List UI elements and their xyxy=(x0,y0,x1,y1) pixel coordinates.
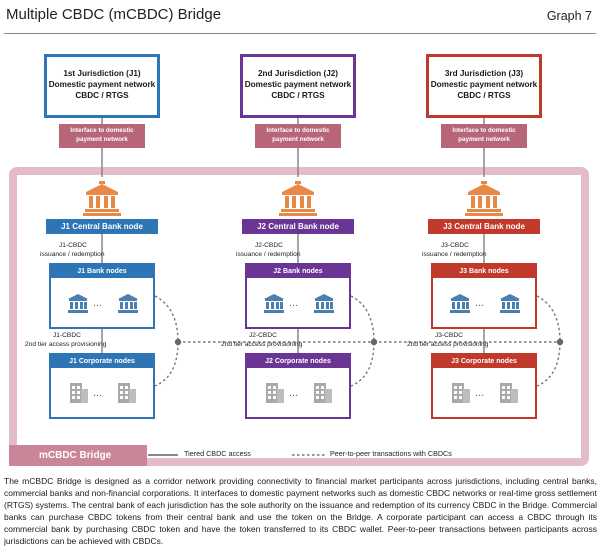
office-building-icon xyxy=(452,383,470,403)
jurisdiction-j1-title: 1st Jurisdiction (J1) xyxy=(63,69,141,78)
issuance-j2-line2: issuance / redemption xyxy=(236,250,301,258)
jurisdiction-j1-box: 1st Jurisdiction (J1) Domestic payment n… xyxy=(44,54,160,118)
ellipsis-icon: ... xyxy=(289,387,299,399)
office-building-icon xyxy=(118,383,136,403)
bank-nodes-j3: J3 Bank nodes ... xyxy=(431,263,537,329)
office-building-icon xyxy=(500,383,518,403)
jurisdiction-j3-network: Domestic payment network xyxy=(430,80,538,89)
central-bank-node-j2: J2 Central Bank node xyxy=(242,219,354,234)
central-bank-icon xyxy=(279,181,317,216)
jurisdiction-j3-box: 3rd Jurisdiction (J3) Domestic payment n… xyxy=(426,54,542,118)
corporate-nodes-j3-label: J3 Corporate nodes xyxy=(433,355,535,368)
issuance-text-j1: J1-CBDC issuance / redemption xyxy=(40,242,105,259)
interface-j1-line2: payment network xyxy=(76,135,128,143)
page-title: Multiple CBDC (mCBDC) Bridge xyxy=(6,6,222,23)
issuance-j2-line1: J2-CBDC xyxy=(255,242,283,249)
corporate-nodes-j2: J2 Corporate nodes ... xyxy=(245,353,351,419)
issuance-text-j2: J2-CBDC issuance / redemption xyxy=(236,242,301,259)
interface-j2-line1: Interface to domestic xyxy=(266,127,330,134)
jurisdiction-j2-box: 2nd Jurisdiction (J2) Domestic payment n… xyxy=(240,54,356,118)
bank-nodes-j3-label: J3 Bank nodes xyxy=(433,265,535,278)
central-bank-node-j1: J1 Central Bank node xyxy=(46,219,158,234)
jurisdiction-j1-system: CBDC / RTGS xyxy=(75,91,129,100)
corporate-nodes-j1: J1 Corporate nodes ... xyxy=(49,353,155,419)
office-building-icon xyxy=(70,383,88,403)
ellipsis-icon: ... xyxy=(93,387,103,399)
provisioning-j3-line1: J3-CBDC xyxy=(435,332,463,339)
provisioning-j2-line1: J2-CBDC xyxy=(249,332,277,339)
ellipsis-icon: ... xyxy=(93,297,103,309)
corporate-nodes-j2-label: J2 Corporate nodes xyxy=(247,355,349,368)
interface-j1-line1: Interface to domestic xyxy=(70,127,134,134)
interface-j3: Interface to domestic payment network xyxy=(441,124,527,148)
provisioning-j1-line1: J1-CBDC xyxy=(53,332,81,339)
issuance-j1-line2: issuance / redemption xyxy=(40,250,105,258)
provisioning-j2-line2: 2nd tier access provisioning xyxy=(221,340,303,348)
bank-icon xyxy=(118,294,138,313)
interface-j2: Interface to domestic payment network xyxy=(255,124,341,148)
issuance-j1-line1: J1-CBDC xyxy=(59,242,87,249)
legend-tiered-label: Tiered CBDC access xyxy=(184,449,251,458)
provisioning-text-j2: J2-CBDC 2nd tier access provisioning xyxy=(221,332,302,349)
ellipsis-icon: ... xyxy=(475,297,485,309)
interface-j3-line2: payment network xyxy=(458,135,510,143)
provisioning-j1-line2: 2nd tier access provisioning xyxy=(25,340,107,348)
issuance-text-j3: J3-CBDC issuance / redemption xyxy=(422,242,487,259)
provisioning-text-j1: J1-CBDC 2nd tier access provisioning xyxy=(25,332,106,349)
issuance-j3-line2: issuance / redemption xyxy=(422,250,487,258)
central-bank-node-j3: J3 Central Bank node xyxy=(428,219,540,234)
interface-j2-line2: payment network xyxy=(272,135,324,143)
ellipsis-icon: ... xyxy=(475,387,485,399)
jurisdiction-j2-system: CBDC / RTGS xyxy=(271,91,325,100)
bank-icon xyxy=(500,294,520,313)
office-building-icon xyxy=(314,383,332,403)
bank-nodes-j2: J2 Bank nodes ... xyxy=(245,263,351,329)
corporate-nodes-j3: J3 Corporate nodes ... xyxy=(431,353,537,419)
interface-j3-line1: Interface to domestic xyxy=(452,127,516,134)
bank-icon xyxy=(264,294,284,313)
legend-p2p-label: Peer-to-peer transactions with CBDCs xyxy=(330,449,452,458)
jurisdiction-j2-network: Domestic payment network xyxy=(244,80,352,89)
caption-text: The mCBDC Bridge is designed as a corrid… xyxy=(4,476,597,546)
interface-j1: Interface to domestic payment network xyxy=(59,124,145,148)
header-rule xyxy=(4,33,596,34)
provisioning-text-j3: J3-CBDC 2nd tier access provisioning xyxy=(407,332,488,349)
jurisdiction-j1-network: Domestic payment network xyxy=(48,80,156,89)
central-bank-icon xyxy=(83,181,121,216)
office-building-icon xyxy=(266,383,284,403)
jurisdiction-j3-system: CBDC / RTGS xyxy=(457,91,511,100)
issuance-j3-line1: J3-CBDC xyxy=(441,242,469,249)
provisioning-j3-line2: 2nd tier access provisioning xyxy=(407,340,489,348)
jurisdiction-j2-title: 2nd Jurisdiction (J2) xyxy=(257,69,339,78)
bank-icon xyxy=(314,294,334,313)
corporate-nodes-j1-label: J1 Corporate nodes xyxy=(51,355,153,368)
bank-nodes-j2-label: J2 Bank nodes xyxy=(247,265,349,278)
graph-number: Graph 7 xyxy=(546,9,592,23)
jurisdiction-j3-title: 3rd Jurisdiction (J3) xyxy=(444,69,524,78)
bank-icon xyxy=(450,294,470,313)
bank-nodes-j1: J1 Bank nodes ... xyxy=(49,263,155,329)
central-bank-icon xyxy=(465,181,503,216)
bank-nodes-j1-label: J1 Bank nodes xyxy=(51,265,153,278)
ellipsis-icon: ... xyxy=(289,297,299,309)
bridge-label: mCBDC Bridge xyxy=(9,445,147,466)
bank-icon xyxy=(68,294,88,313)
